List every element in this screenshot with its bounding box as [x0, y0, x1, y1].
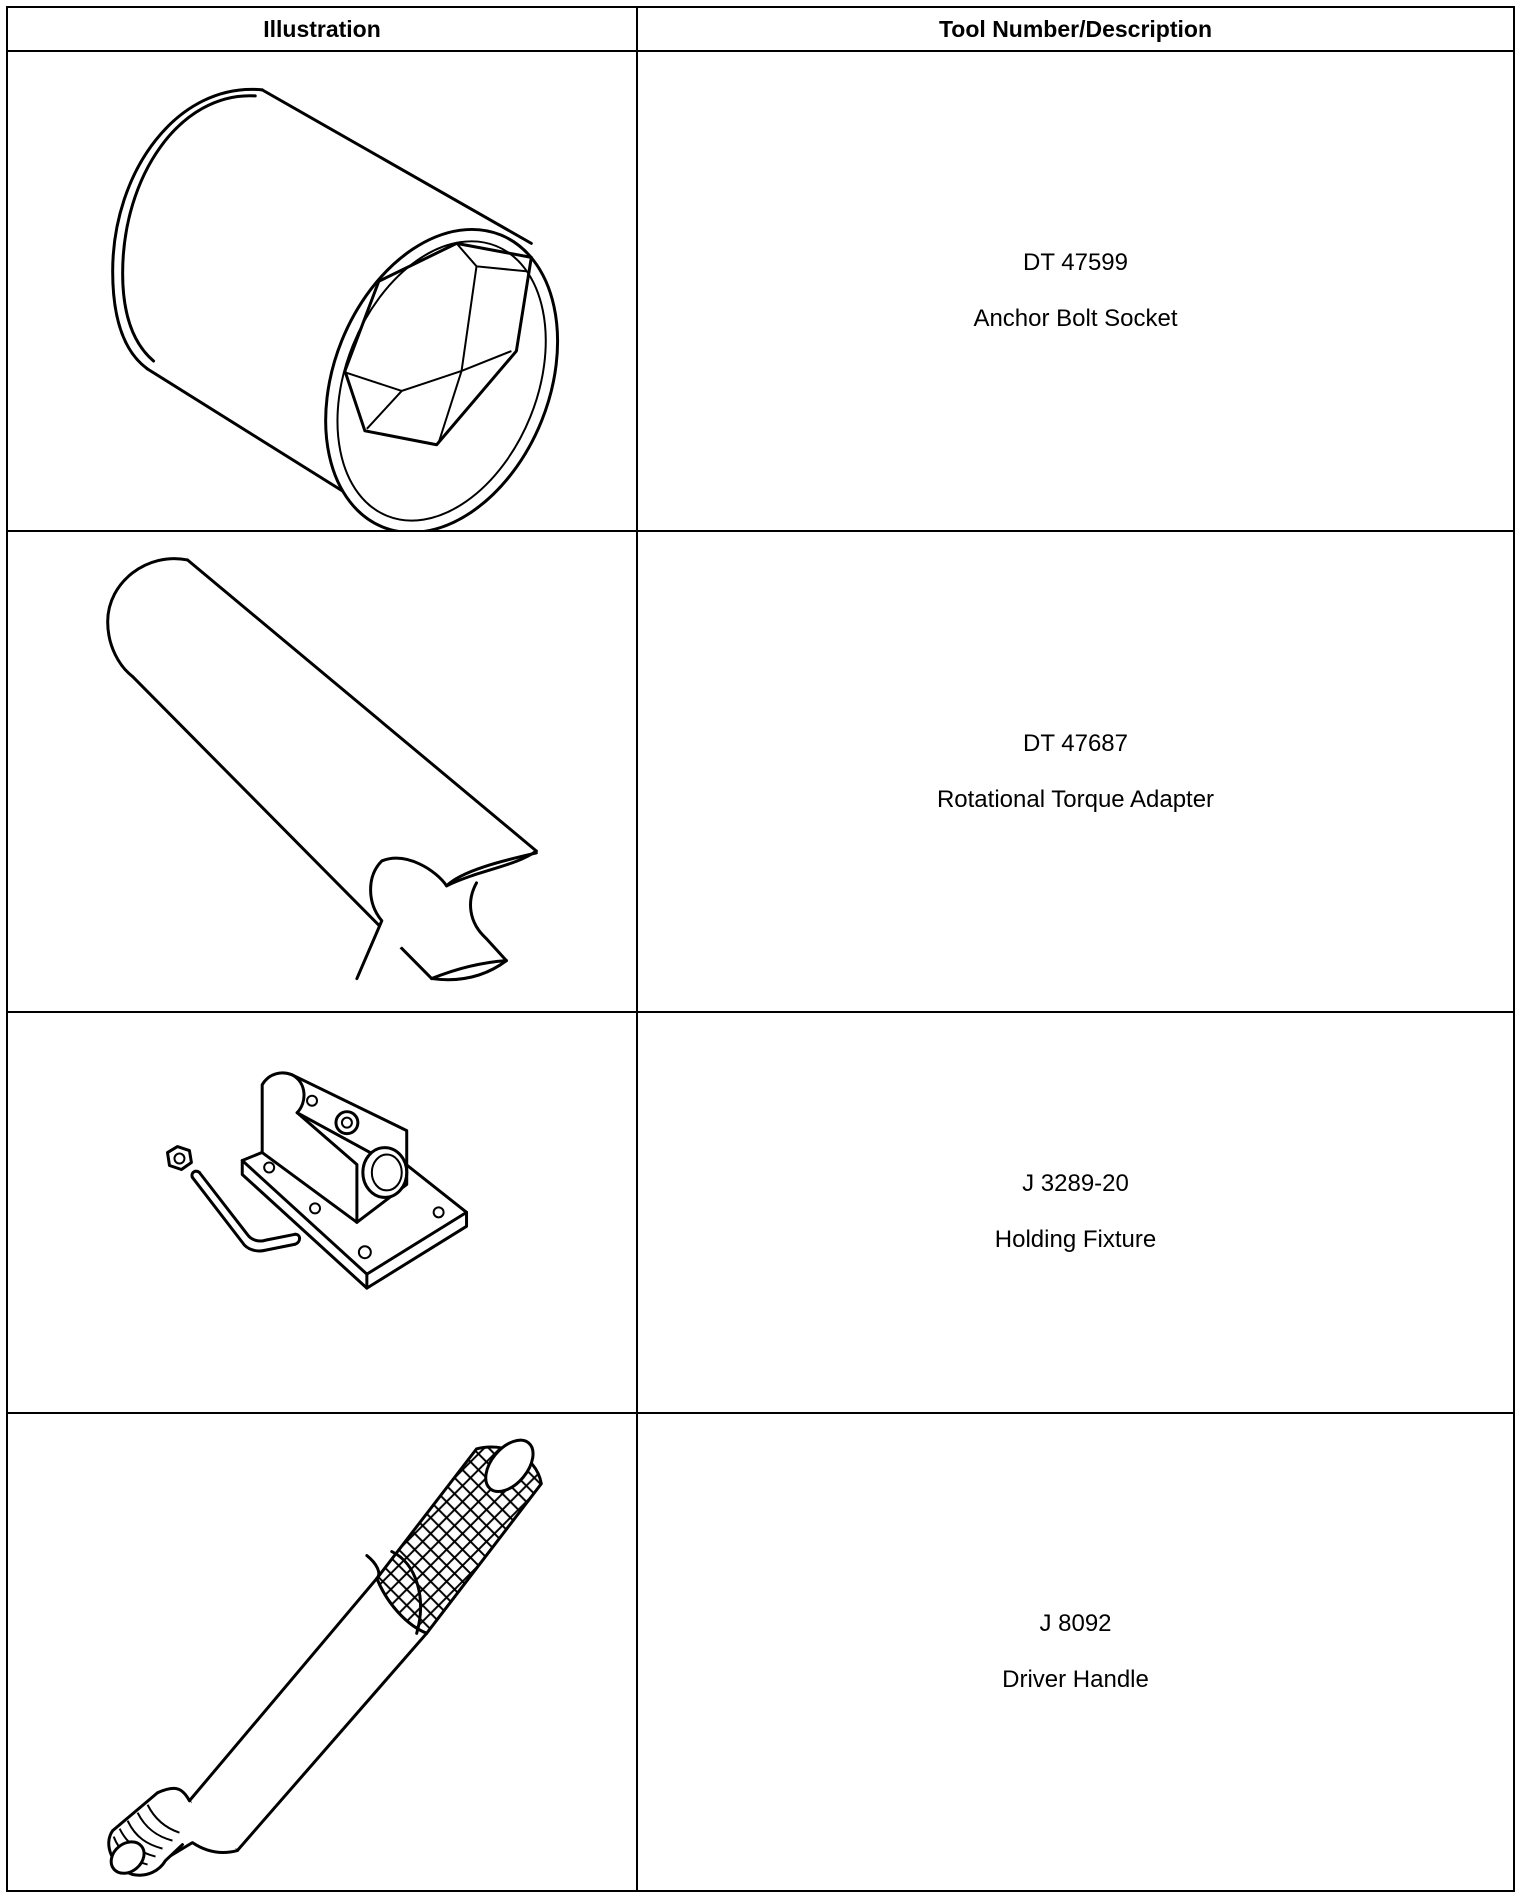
tool-description-cell: J 3289-20 Holding Fixture [636, 1010, 1515, 1414]
tool-number: DT 47599 [1023, 249, 1128, 277]
table-row: J 3289-20 Holding Fixture [6, 1010, 1515, 1414]
illustration-cell [6, 1411, 638, 1893]
table-row: DT 47599 Anchor Bolt Socket [6, 49, 1515, 533]
tool-number: J 8092 [1039, 1609, 1112, 1637]
tool-description: Holding Fixture [994, 1226, 1157, 1254]
table-row: J 8092 Driver Handle [6, 1411, 1515, 1893]
illustration-cell [6, 1010, 638, 1414]
tool-description-cell: DT 47687 Rotational Torque Adapter [636, 530, 1515, 1013]
header-tool-number-description: Tool Number/Description [636, 6, 1515, 52]
table-header-row: Illustration Tool Number/Description [6, 6, 1515, 52]
rotational-torque-adapter-icon [106, 557, 538, 982]
tool-number: DT 47687 [1023, 729, 1128, 757]
header-illustration: Illustration [6, 6, 638, 52]
tool-number: J 3289-20 [1022, 1170, 1129, 1198]
holding-fixture-icon [166, 1071, 469, 1290]
tool-description: Rotational Torque Adapter [936, 785, 1215, 813]
tool-description: Driver Handle [1002, 1665, 1149, 1693]
anchor-bolt-socket-icon [111, 87, 560, 531]
tool-description: Anchor Bolt Socket [973, 305, 1178, 333]
tool-description-cell: J 8092 Driver Handle [636, 1411, 1515, 1893]
special-tools-table: Illustration Tool Number/Description [6, 6, 1515, 1893]
tool-description-cell: DT 47599 Anchor Bolt Socket [636, 49, 1515, 533]
illustration-cell [6, 49, 638, 533]
table-row: DT 47687 Rotational Torque Adapter [6, 530, 1515, 1013]
illustration-cell [6, 530, 638, 1013]
driver-handle-icon [107, 1438, 543, 1877]
